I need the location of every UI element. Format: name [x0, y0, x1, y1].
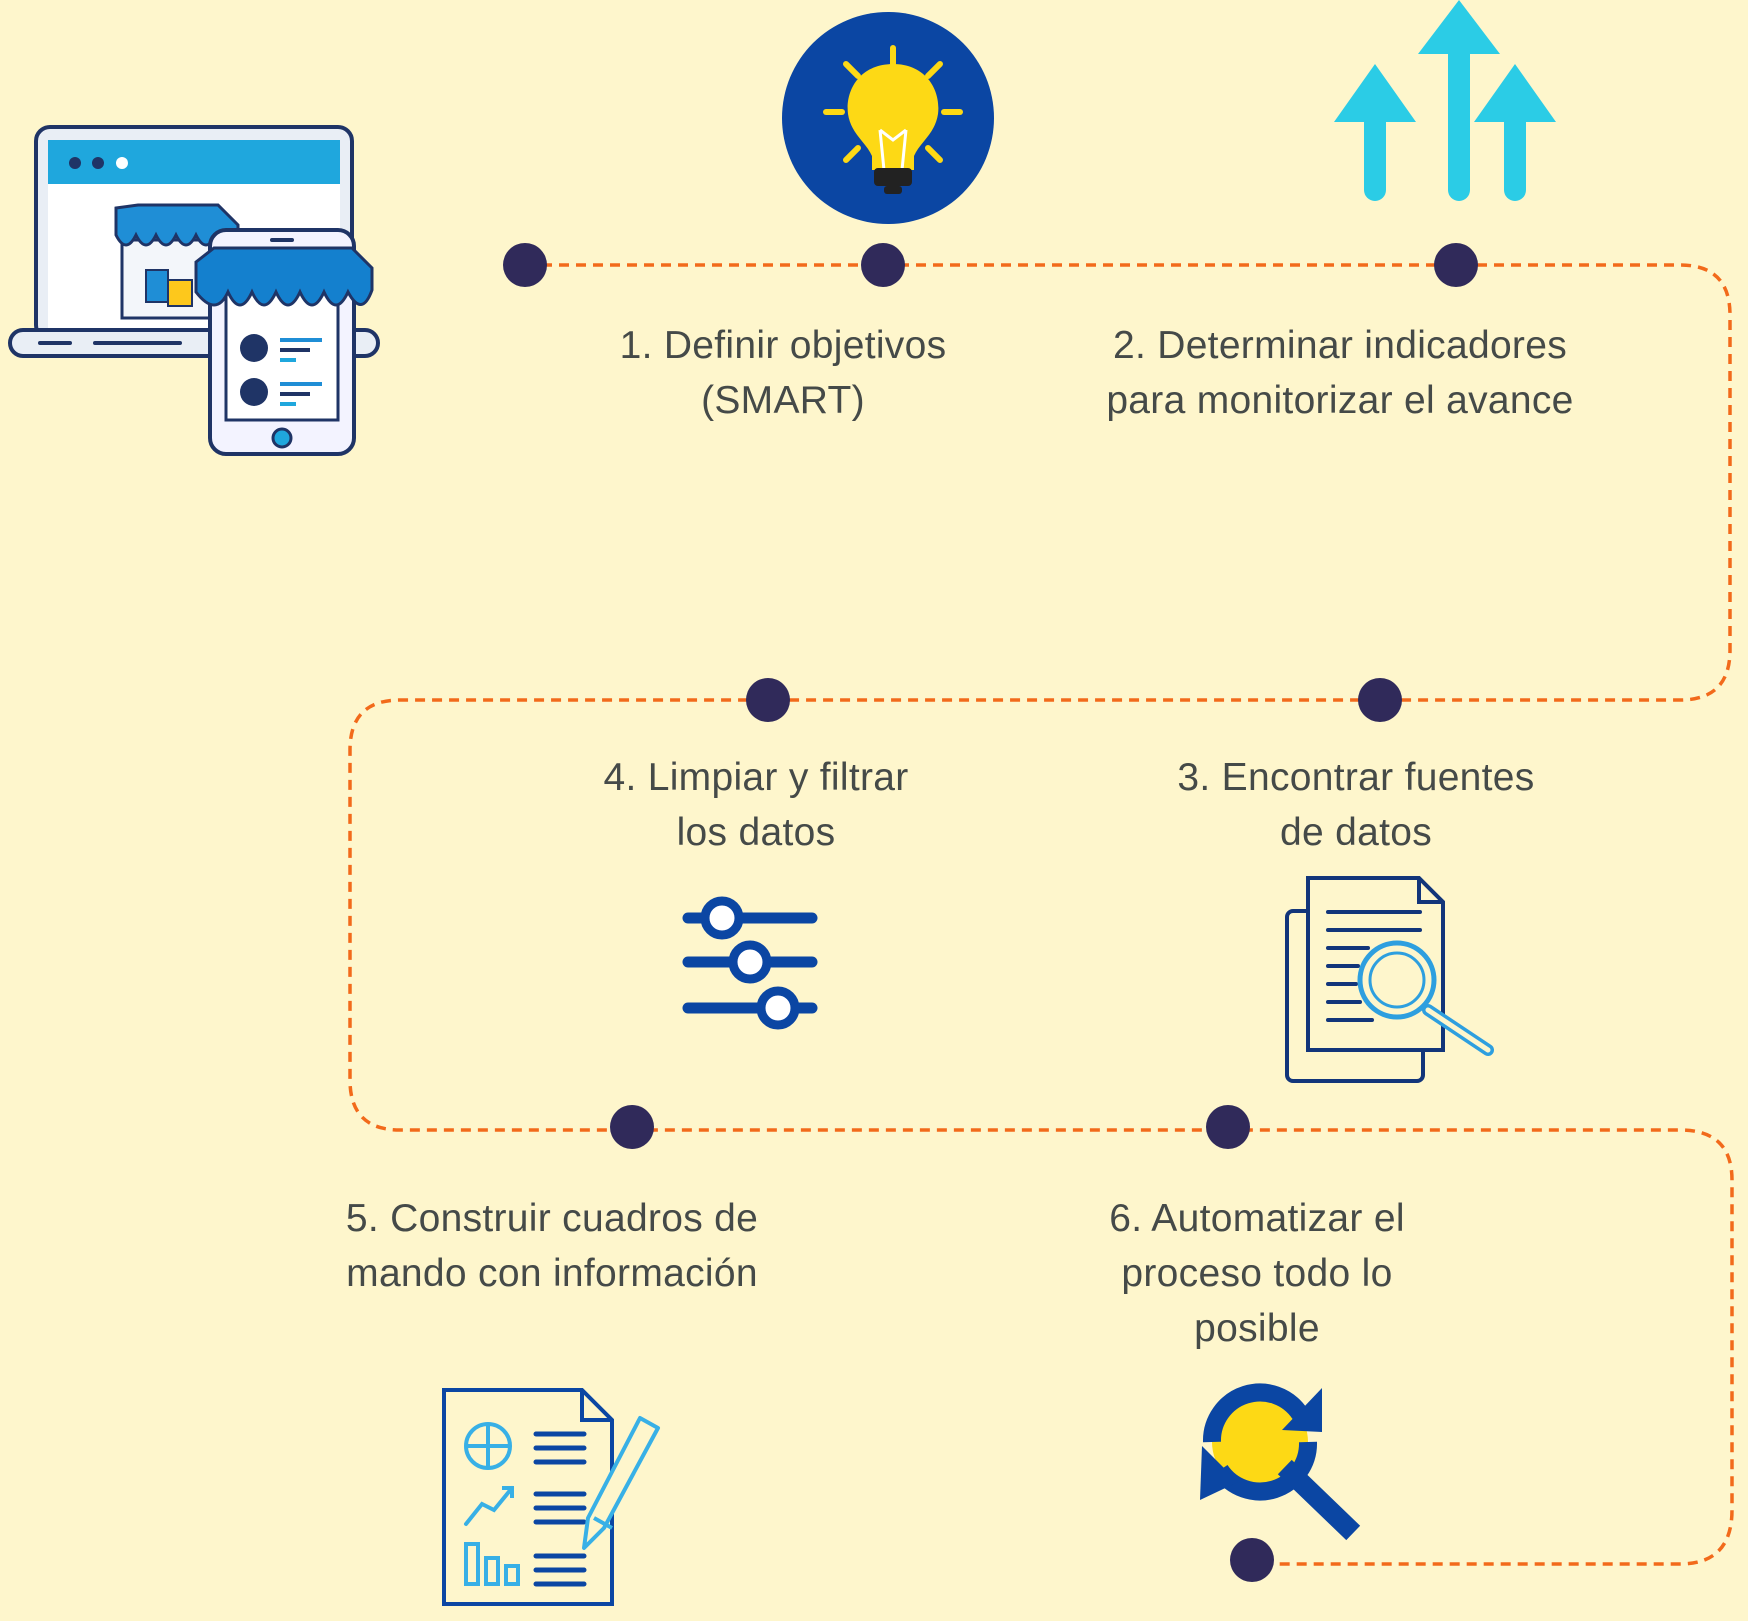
path-node-step-5 — [610, 1105, 654, 1149]
step-2-label: 2. Determinar indicadores para monitoriz… — [1106, 324, 1574, 422]
step-5-label: 5. Construir cuadros de mando con inform… — [345, 1197, 759, 1295]
path-node-step-2 — [1434, 243, 1478, 287]
sync-search-icon — [1200, 1383, 1361, 1541]
path-node-step-3 — [1358, 678, 1402, 722]
step-3-label: 3. Encontrar fuentes de datos — [1177, 756, 1535, 854]
path-node-step-1 — [861, 243, 905, 287]
ecommerce-laptop-tablet-icon — [8, 125, 380, 456]
report-chart-icon — [442, 1388, 660, 1606]
growth-arrows-icon — [1334, 0, 1556, 201]
process-path — [348, 263, 1734, 1566]
step-6-label: 6. Automatizar el proceso todo lo posibl… — [1109, 1197, 1405, 1350]
path-node-step-4 — [746, 678, 790, 722]
path-node-step-6 — [1206, 1105, 1250, 1149]
step-4-label: 4. Limpiar y filtrar los datos — [603, 756, 909, 854]
path-node-end — [1230, 1538, 1274, 1582]
path-node — [503, 243, 547, 287]
sliders-icon — [682, 896, 818, 1030]
step-1-label: 1. Definir objetivos (SMART) — [619, 324, 947, 422]
document-search-icon — [1285, 876, 1494, 1083]
lightbulb-icon — [782, 12, 994, 224]
